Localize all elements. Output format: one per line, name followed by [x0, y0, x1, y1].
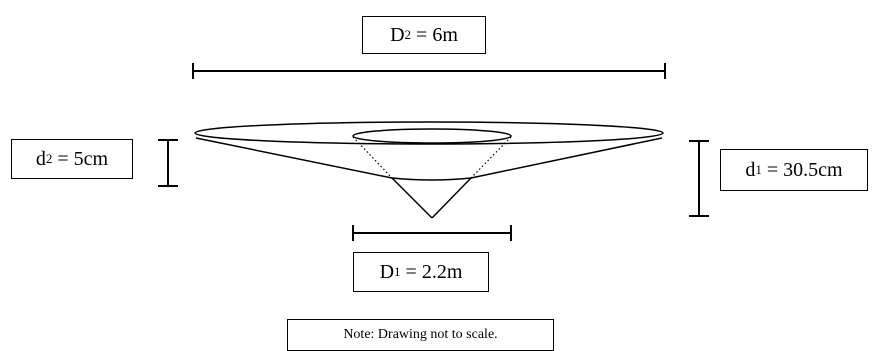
label-symbol: d [35, 147, 46, 170]
label-subscript: 2 [404, 27, 412, 42]
label-subscript: 1 [394, 264, 401, 279]
label-value: = 5cm [52, 147, 109, 170]
label-value: = 30.5cm [761, 158, 843, 181]
hidden-cone-edges [352, 136, 512, 179]
label-symbol: D [390, 23, 405, 46]
label-subscript: 1 [755, 162, 762, 177]
inner-rim-ellipse [352, 128, 512, 144]
d2-width-dimension [192, 63, 666, 79]
label-symbol: D [379, 260, 395, 283]
d1-depth-dimension [689, 140, 709, 217]
outer-rim-ellipse [194, 121, 664, 145]
d1-width-dimension [352, 225, 512, 241]
d2-depth-dimension [158, 139, 178, 187]
label-subscript: 2 [45, 151, 53, 166]
label-symbol: d [745, 158, 756, 181]
label-value: = 2.2m [400, 260, 463, 283]
shallow-cone-outline [195, 137, 663, 181]
label-value: = 6m [411, 23, 458, 46]
scale-note: Note: Drawing not to scale. [287, 319, 554, 351]
deep-cone-outline [391, 177, 472, 219]
